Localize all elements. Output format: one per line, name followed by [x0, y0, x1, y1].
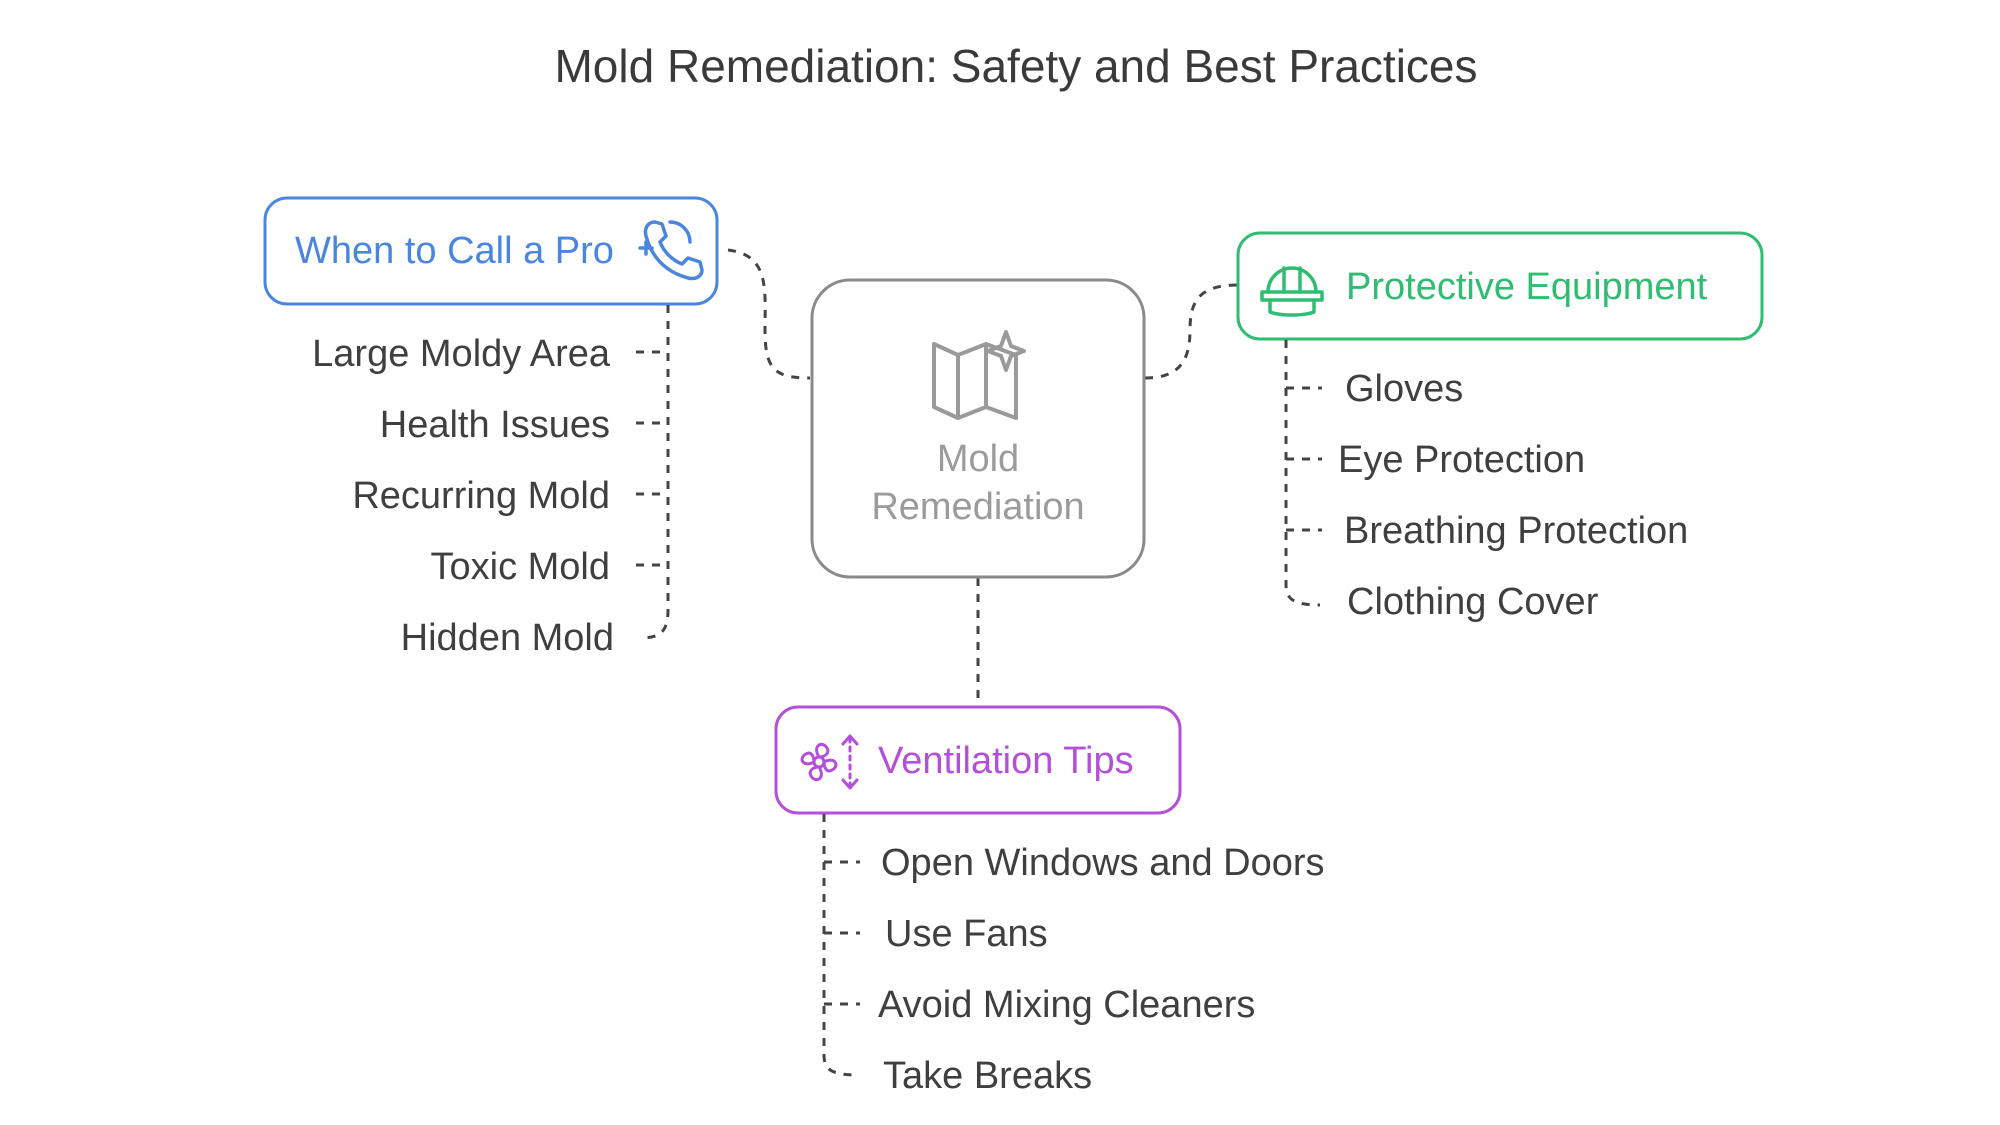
branch-protective-equipment: Protective Equipment Gloves Eye Protecti…: [1236, 231, 1764, 623]
ventilation-item: Open Windows and Doors: [881, 842, 1325, 884]
pro-header-box: [263, 196, 719, 306]
ventilation-item: Use Fans: [885, 913, 1048, 955]
protective-header-box: [1236, 231, 1764, 341]
center-label-line1: Mold: [937, 438, 1019, 480]
ventilation-header-box: [774, 705, 1182, 815]
fan-airflow-icon: [800, 734, 859, 790]
pro-item: Toxic Mold: [431, 546, 611, 588]
center-label-line2: Remediation: [871, 486, 1084, 528]
protective-spine-connector: [1284, 340, 1321, 607]
pro-item: Recurring Mold: [352, 475, 610, 517]
pro-item: Hidden Mold: [401, 617, 614, 659]
connector-center-to-protective: [1144, 283, 1239, 380]
hard-hat-icon: [1260, 266, 1324, 317]
pro-item: Large Moldy Area: [312, 333, 611, 375]
pro-item: Health Issues: [380, 404, 610, 446]
protective-item: Breathing Protection: [1344, 510, 1688, 552]
ventilation-spine-connector: [822, 814, 859, 1077]
center-node: Mold Remediation: [810, 278, 1146, 579]
branch-when-to-call-a-pro: When to Call a Pro Large Moldy Area Heal…: [263, 196, 719, 659]
ventilation-item: Avoid Mixing Cleaners: [878, 984, 1255, 1026]
ventilation-item: Take Breaks: [883, 1055, 1092, 1097]
protective-item: Gloves: [1345, 368, 1463, 410]
pro-spine-connector: [639, 305, 670, 640]
protective-item: Eye Protection: [1338, 439, 1585, 481]
protective-header-title: Protective Equipment: [1346, 266, 1708, 308]
ventilation-header-title: Ventilation Tips: [878, 740, 1134, 782]
branch-ventilation-tips: Ventilation Tips Open Windows and Doors …: [774, 705, 1325, 1097]
call-doctor-icon: [638, 220, 704, 281]
center-node-box: [810, 278, 1146, 579]
pro-header-title: When to Call a Pro: [295, 230, 614, 272]
connector-center-to-pro: [727, 248, 811, 380]
protective-item: Clothing Cover: [1347, 581, 1599, 623]
map-sparkle-icon: [932, 330, 1026, 420]
diagram-title: Mold Remediation: Safety and Best Practi…: [554, 40, 1477, 92]
